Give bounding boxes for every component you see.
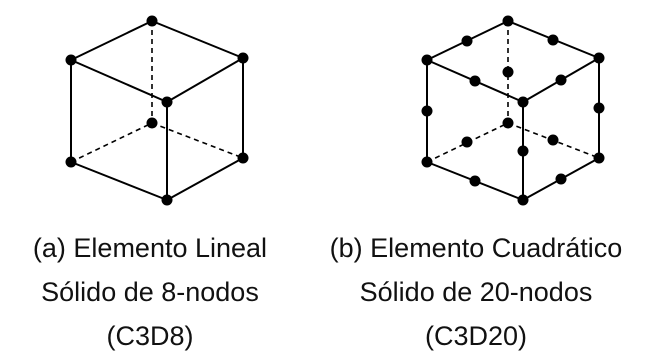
cube-linear-element	[65, 15, 249, 206]
node-dot	[161, 194, 173, 206]
node-dot	[517, 145, 529, 157]
edge	[166, 157, 244, 201]
node-dot	[517, 194, 529, 206]
node-dot	[146, 15, 158, 27]
cube-b-midside-nodes	[421, 34, 605, 187]
node-dot	[593, 102, 605, 114]
node-dot	[502, 117, 514, 129]
caption-subtitle: Sólido de 8-nodos	[41, 277, 259, 307]
node-dot	[146, 117, 158, 129]
cube-a-visible-edges	[70, 20, 244, 201]
node-dot	[547, 134, 559, 146]
caption-linear-element: (a) Elemento Lineal Sólido de 8-nodos (C…	[0, 226, 300, 358]
cube-b-visible-edges	[426, 20, 600, 201]
node-dot	[237, 52, 249, 64]
node-dot	[421, 156, 433, 168]
cube-quadratic-element	[421, 15, 605, 206]
cube-a-hidden-edges	[70, 21, 244, 163]
caption-quadratic-element: (b) Elemento Cuadrático Sólido de 20-nod…	[306, 226, 646, 358]
node-dot	[161, 96, 173, 108]
edge	[70, 20, 153, 61]
node-dot	[555, 74, 567, 86]
node-dot	[421, 54, 433, 66]
caption-title: (b) Elemento Cuadrático	[329, 233, 623, 263]
node-dot	[547, 34, 559, 46]
hidden-edge	[70, 122, 153, 163]
caption-code: (C3D8)	[106, 321, 194, 351]
cube-b-hidden-edges	[426, 21, 600, 163]
edge	[70, 59, 168, 103]
node-dot	[469, 175, 481, 187]
caption-code: (C3D20)	[424, 321, 528, 351]
cube-a-nodes	[65, 15, 249, 206]
node-dot	[555, 173, 567, 185]
node-dot	[593, 152, 605, 164]
edge	[166, 57, 244, 103]
hidden-edge	[151, 122, 244, 159]
node-dot	[65, 54, 77, 66]
node-dot	[593, 52, 605, 64]
node-dot	[517, 96, 529, 108]
node-dot	[421, 105, 433, 117]
hidden-edge	[426, 122, 509, 163]
caption-title: (a) Elemento Lineal	[32, 233, 268, 263]
node-dot	[461, 136, 473, 148]
caption-subtitle: Sólido de 20-nodos	[359, 277, 593, 307]
node-dot	[469, 75, 481, 87]
node-dot	[502, 15, 514, 27]
node-dot	[65, 156, 77, 168]
cube-b-corner-nodes	[421, 15, 605, 206]
node-dot	[237, 152, 249, 164]
node-dot	[461, 35, 473, 47]
node-dot	[502, 66, 514, 78]
edge	[70, 161, 168, 201]
edge	[151, 20, 244, 59]
